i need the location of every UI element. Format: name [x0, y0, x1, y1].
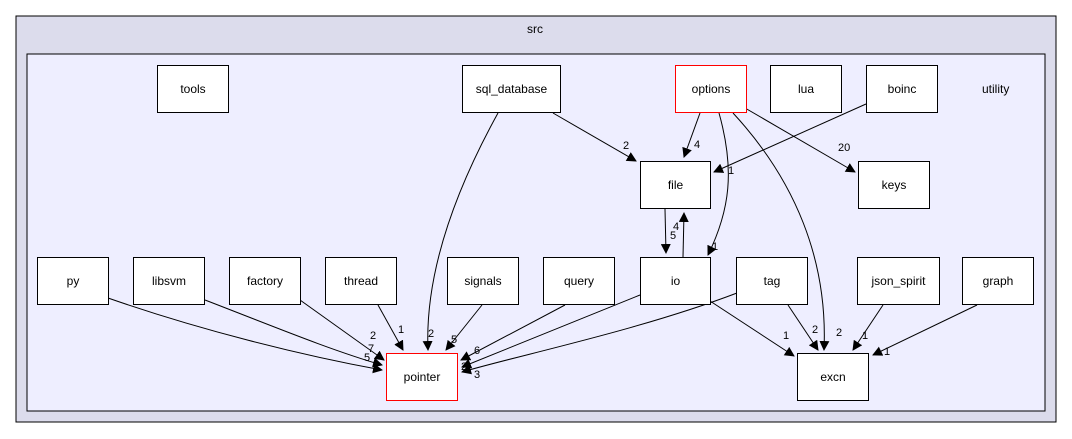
edge-label-options-to-keys[interactable]: 20: [838, 142, 851, 154]
node-tag[interactable]: tag: [736, 257, 808, 305]
edge-boinc-to-file: [713, 103, 867, 173]
node-pointer[interactable]: pointer: [386, 353, 458, 401]
outer-cluster-title: src: [527, 22, 543, 36]
edge-label-io-to-excn[interactable]: 1: [783, 330, 790, 342]
node-excn[interactable]: excn: [797, 353, 869, 401]
edge-options-to-file: [682, 112, 701, 158]
edge-options-to-excn: [732, 112, 830, 351]
node-boinc[interactable]: boinc: [866, 65, 938, 113]
node-sql-database[interactable]: sql_database: [462, 65, 561, 113]
inner-cluster-title[interactable]: utility: [982, 82, 1010, 96]
edge-libsvm-to-pointer: [204, 299, 383, 368]
edge-label-query-to-pointer[interactable]: 6: [474, 345, 481, 357]
edge-label-file-to-io[interactable]: 5: [670, 230, 677, 242]
edge-query-to-pointer: [460, 304, 566, 361]
node-io[interactable]: io: [640, 257, 711, 305]
node-options[interactable]: options: [675, 65, 747, 113]
edge-label-boinc-to-file[interactable]: 1: [728, 165, 735, 177]
edge-label-py-to-pointer[interactable]: 5: [364, 352, 371, 364]
edge-sql_database-to-pointer: [422, 112, 499, 351]
edge-label-tag-to-excn[interactable]: 2: [812, 324, 819, 336]
edge-label-libsvm-to-pointer[interactable]: 7: [368, 343, 375, 355]
edge-label-options-to-file[interactable]: 4: [694, 139, 701, 151]
edge-label-tag-to-pointer[interactable]: 3: [474, 369, 481, 381]
edge-json_spirit-to-excn: [852, 304, 884, 351]
edge-io-to-file: [678, 212, 689, 258]
edge-py-to-pointer: [107, 297, 383, 374]
edge-label-factory-to-pointer[interactable]: 2: [370, 330, 377, 342]
node-tools[interactable]: tools: [157, 65, 229, 113]
edge-sql_database-to-file: [552, 112, 637, 162]
edge-label-options-to-excn[interactable]: 2: [836, 327, 843, 339]
node-signals[interactable]: signals: [447, 257, 519, 305]
edge-label-io-to-file[interactable]: 4: [673, 221, 680, 233]
node-query[interactable]: query: [543, 257, 615, 305]
node-file[interactable]: file: [640, 161, 711, 209]
edge-factory-to-pointer: [299, 299, 385, 361]
node-graph[interactable]: graph: [962, 257, 1034, 305]
node-lua[interactable]: lua: [770, 65, 842, 113]
edge-label-json_spirit-to-excn[interactable]: 1: [862, 330, 869, 342]
edge-label-graph-to-excn[interactable]: 1: [884, 346, 891, 358]
edge-options-to-keys: [744, 107, 856, 173]
edge-label-signals-to-pointer[interactable]: 5: [451, 334, 458, 346]
node-thread[interactable]: thread: [325, 257, 397, 305]
node-py[interactable]: py: [37, 257, 109, 305]
node-factory[interactable]: factory: [229, 257, 301, 305]
edge-signals-to-pointer: [445, 304, 483, 351]
node-json-spirit[interactable]: json_spirit: [857, 257, 940, 305]
edge-label-thread-to-pointer[interactable]: 1: [398, 324, 405, 336]
edge-tag-to-excn: [787, 304, 819, 351]
node-libsvm[interactable]: libsvm: [133, 257, 205, 305]
edge-label-sql_database-to-pointer[interactable]: 2: [428, 328, 435, 340]
edge-tag-to-pointer: [461, 292, 738, 375]
edge-label-io-to-pointer[interactable]: 2: [461, 361, 468, 373]
edge-io-to-excn: [709, 300, 795, 357]
edge-label-options-to-io[interactable]: 1: [712, 241, 719, 253]
edge-graph-to-excn: [872, 304, 978, 356]
edge-label-sql_database-to-file[interactable]: 2: [623, 140, 630, 152]
node-keys[interactable]: keys: [858, 161, 930, 209]
edge-file-to-io: [660, 208, 671, 254]
edge-thread-to-pointer: [377, 304, 404, 351]
edge-options-to-io: [707, 112, 729, 256]
edge-io-to-pointer: [461, 294, 641, 369]
